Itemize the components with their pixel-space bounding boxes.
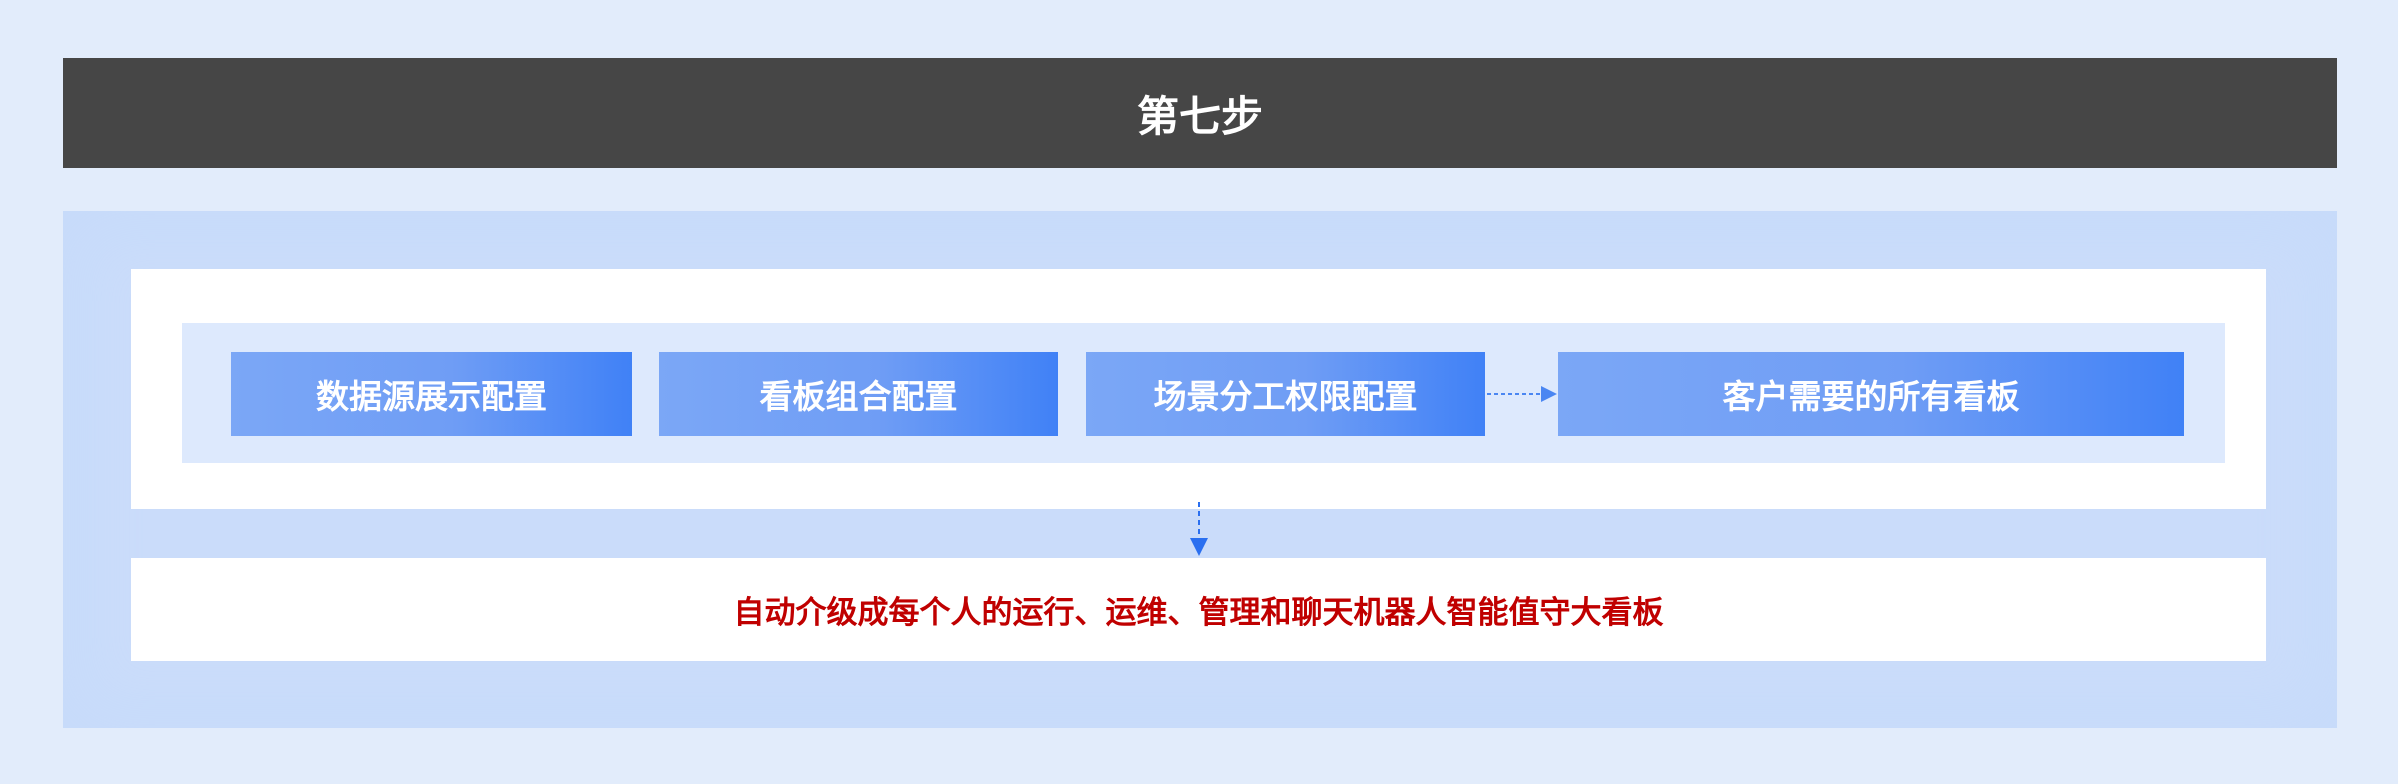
result-all-boards: 客户需要的所有看板 (1558, 352, 2184, 436)
step-board-combination-config: 看板组合配置 (659, 352, 1058, 436)
dashed-arrow-right-icon (1487, 386, 1557, 402)
dashed-arrow-down-icon (1190, 502, 1208, 556)
step-scenario-permission-config: 场景分工权限配置 (1086, 352, 1485, 436)
step-title: 第七步 (1136, 91, 1263, 141)
step-datasource-config: 数据源展示配置 (231, 352, 632, 436)
step-label: 看板组合配置 (759, 377, 958, 416)
step-label: 场景分工权限配置 (1153, 377, 1418, 416)
outcome-card: 自动介级成每个人的运行、运维、管理和聊天机器人智能值守大看板 (131, 558, 2266, 661)
step-label: 数据源展示配置 (316, 377, 547, 416)
step-title-bar: 第七步 (63, 58, 2337, 168)
result-label: 客户需要的所有看板 (1722, 377, 2020, 416)
outcome-text: 自动介级成每个人的运行、运维、管理和聊天机器人智能值守大看板 (733, 595, 1664, 631)
